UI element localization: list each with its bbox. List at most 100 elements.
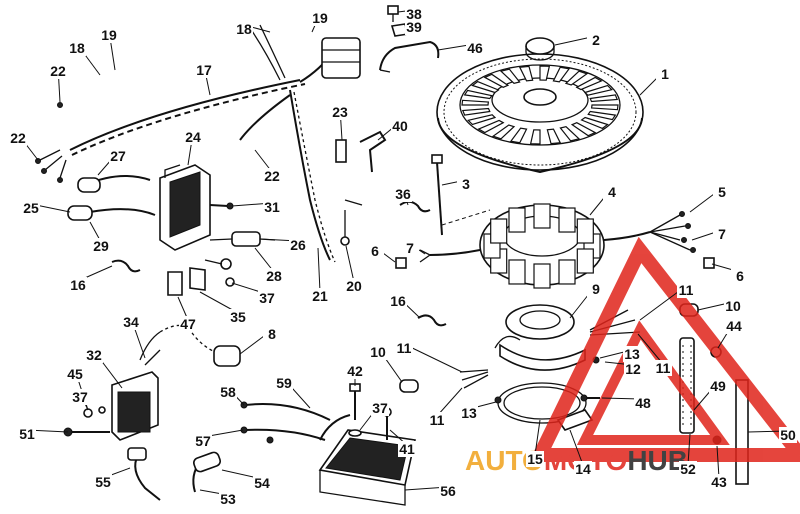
part-callout-22: 22 bbox=[264, 168, 280, 184]
callout-backing bbox=[526, 451, 544, 467]
stator-coil bbox=[508, 259, 526, 285]
callout-backing bbox=[195, 62, 213, 78]
callout-backing bbox=[731, 268, 749, 284]
flywheel bbox=[436, 53, 644, 174]
part-callout-23: 23 bbox=[332, 104, 348, 120]
spark-plug-leads bbox=[67, 175, 156, 221]
callout-backing bbox=[713, 226, 731, 242]
part-callout-44: 44 bbox=[726, 318, 742, 334]
callout-backing bbox=[263, 168, 281, 184]
part-callout-15: 15 bbox=[527, 451, 543, 467]
part-callout-11: 11 bbox=[430, 412, 445, 428]
callout-backing bbox=[179, 316, 197, 332]
flywheel-fin bbox=[491, 124, 516, 140]
wire-clip bbox=[111, 259, 447, 327]
callout-backing bbox=[587, 281, 605, 297]
callout-backing bbox=[346, 363, 364, 379]
callout-backing bbox=[457, 176, 475, 192]
stator-leads bbox=[419, 211, 696, 263]
part-callout-9: 9 bbox=[592, 281, 600, 297]
flywheel-fin bbox=[546, 128, 562, 145]
part-callout-52: 52 bbox=[680, 461, 696, 477]
spark-plug-boot bbox=[127, 447, 222, 501]
part-callout-47: 47 bbox=[180, 316, 196, 332]
callout-backing bbox=[623, 346, 641, 362]
callout-backing bbox=[656, 66, 674, 82]
flywheel-fin bbox=[461, 99, 490, 106]
flywheel-fin bbox=[461, 107, 491, 116]
stator bbox=[479, 203, 605, 289]
part-callout-21: 21 bbox=[312, 288, 328, 304]
callout-backing bbox=[710, 474, 728, 490]
flywheel-fin bbox=[564, 70, 589, 86]
coil-connector bbox=[213, 345, 241, 367]
part-callout-56: 56 bbox=[440, 483, 456, 499]
flywheel-fin bbox=[583, 84, 613, 96]
callout-leader-line bbox=[687, 433, 691, 466]
callout-backing bbox=[265, 268, 283, 284]
flywheel-fin bbox=[570, 122, 597, 137]
stator-coil bbox=[533, 203, 551, 229]
callout-backing bbox=[68, 40, 86, 56]
clip bbox=[399, 200, 431, 213]
callout-backing bbox=[311, 288, 329, 304]
part-callout-11: 11 bbox=[656, 360, 671, 376]
callout-backing bbox=[253, 475, 271, 491]
part-callout-50: 50 bbox=[780, 427, 796, 443]
callout-backing bbox=[713, 184, 731, 200]
part-callout-8: 8 bbox=[268, 326, 276, 342]
callout-backing bbox=[725, 318, 743, 334]
part-callout-29: 29 bbox=[93, 238, 109, 254]
flywheel-fin bbox=[589, 94, 619, 103]
callout-leader-line bbox=[345, 245, 355, 283]
flywheel-key bbox=[525, 37, 555, 61]
callout-backing bbox=[389, 293, 407, 309]
callout-backing bbox=[69, 277, 87, 293]
part-callout-16: 16 bbox=[390, 293, 406, 309]
part-callout-19: 19 bbox=[101, 27, 117, 43]
callout-leader-line bbox=[403, 343, 463, 373]
flywheel-fin bbox=[499, 68, 521, 85]
callout-backing bbox=[391, 118, 409, 134]
timer-base bbox=[494, 304, 586, 371]
bracket bbox=[335, 130, 387, 246]
part-callout-54: 54 bbox=[254, 475, 270, 491]
callout-backing bbox=[654, 360, 672, 376]
flywheel-fin bbox=[483, 73, 510, 88]
screw bbox=[209, 202, 234, 210]
part-callout-13: 13 bbox=[624, 346, 640, 362]
callout-backing bbox=[194, 433, 212, 449]
stator-coil bbox=[576, 218, 594, 244]
flywheel-fin bbox=[590, 104, 619, 111]
part-callout-39: 39 bbox=[406, 19, 422, 35]
callout-backing bbox=[219, 491, 237, 507]
callout-leader-line bbox=[436, 387, 463, 417]
callout-backing bbox=[22, 200, 40, 216]
screw bbox=[431, 154, 491, 236]
callout-backing bbox=[71, 389, 89, 405]
part-callout-37: 37 bbox=[72, 389, 88, 405]
callout-backing bbox=[275, 375, 293, 391]
callout-backing bbox=[709, 378, 727, 394]
power-pack bbox=[159, 164, 211, 251]
callout-backing bbox=[587, 32, 605, 48]
part-callout-11: 11 bbox=[679, 282, 694, 298]
callout-backing bbox=[369, 344, 387, 360]
part-callout-38: 38 bbox=[406, 6, 422, 22]
harness-connector bbox=[321, 37, 361, 79]
part-callout-12: 12 bbox=[625, 361, 641, 377]
part-callout-20: 20 bbox=[346, 278, 362, 294]
part-callout-42: 42 bbox=[347, 363, 363, 379]
flywheel-fin bbox=[467, 114, 497, 126]
callout-backing bbox=[634, 395, 652, 411]
callout-backing bbox=[219, 384, 237, 400]
part-callout-10: 10 bbox=[370, 344, 386, 360]
callout-backing bbox=[311, 10, 329, 26]
part-callout-35: 35 bbox=[230, 309, 246, 325]
part-callout-41: 41 bbox=[399, 441, 415, 457]
part-callout-24: 24 bbox=[185, 129, 201, 145]
callout-backing bbox=[92, 238, 110, 254]
flywheel-fin bbox=[477, 119, 505, 134]
